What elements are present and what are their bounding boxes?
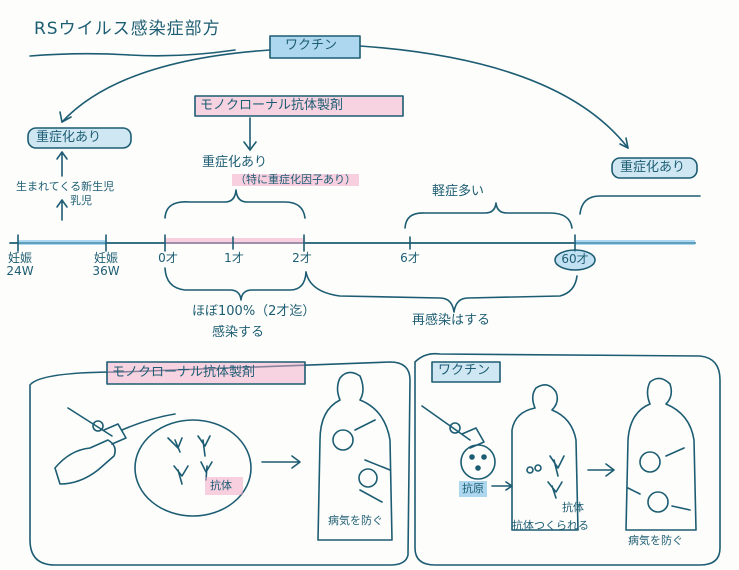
antibody-in-body-2 <box>547 455 565 499</box>
antibody-highlight <box>205 477 243 495</box>
antigen-arrow <box>491 481 513 491</box>
severe-right-box <box>611 157 698 179</box>
antibody-in-body-3 <box>627 447 691 511</box>
hand-left <box>54 439 116 485</box>
tick-preg36-line2: 36W <box>92 264 120 279</box>
monoclonal-panel-label: モノクローナル抗体製剤 <box>112 365 256 380</box>
infection-line2: 感染する <box>212 325 265 340</box>
tick-preg36: 妊娠 36W <box>92 251 120 279</box>
make-antibody-label: 抗体つくられる <box>512 519 589 532</box>
newborn-arrow-up <box>56 151 68 177</box>
tick-preg36-line1: 妊娠 <box>93 251 119 265</box>
vaccine-arrow-left <box>61 49 271 123</box>
virus-1a <box>332 429 354 451</box>
virus-3b <box>647 491 669 513</box>
timeline-highlight-0-2 <box>165 238 305 244</box>
monoclonal-top-label: モノクローナル抗体製剤 <box>200 98 344 113</box>
brace-reinfection <box>305 271 578 313</box>
tick-age2: 2才 <box>292 251 312 265</box>
bubble-pointer <box>121 413 176 431</box>
antigen-circle <box>460 444 496 480</box>
severe-left-box <box>27 127 132 149</box>
antigen-dot-3 <box>475 465 481 471</box>
monoclonal-top-box <box>194 95 404 117</box>
vaccine-panel-border <box>414 352 721 566</box>
vaccine-top-box <box>269 35 361 59</box>
severe-right-label: 重症化あり <box>620 160 686 175</box>
tick-age1: 1才 <box>224 251 244 265</box>
vaccine-arrowhead-left <box>59 111 72 123</box>
antibody-bubble <box>134 419 252 517</box>
vaccine-arrowhead-right <box>619 137 629 149</box>
tick-age0: 0才 <box>158 251 178 265</box>
newborn-arrow-up-2 <box>56 199 68 221</box>
monoclonal-panel-label-box <box>106 361 306 385</box>
body-silhouette-1 <box>317 371 393 541</box>
reinfection-label: 再感染はする <box>412 313 491 328</box>
severe-mid-label: 重症化あり <box>202 155 268 170</box>
antigen-label: 抗原 <box>462 482 484 495</box>
cell-1 <box>526 466 534 474</box>
vaccine-antibody-label: 抗体 <box>562 501 584 514</box>
virus-3a <box>639 451 661 473</box>
vaccine-arrow-right <box>359 45 629 149</box>
newborn-label-line1: 生まれてくる新生児 <box>16 180 115 193</box>
infection-line1: ほぼ100%（2才迄） <box>192 304 316 319</box>
monoclonal-arrowhead <box>243 141 257 151</box>
virus-1b <box>358 468 378 488</box>
title-underline <box>29 49 236 57</box>
antigen-highlight <box>459 481 487 497</box>
syringe-tip-right <box>449 422 461 434</box>
monoclonal-panel-border <box>29 361 411 566</box>
antibody-in-body-1 <box>354 419 391 503</box>
body-silhouette-3 <box>625 377 697 531</box>
vaccine-panel-label: ワクチン <box>438 363 491 378</box>
brace-60 <box>579 195 701 215</box>
tick-preg24-line1: 妊娠 <box>7 251 33 265</box>
brace-0-2 <box>164 189 306 219</box>
timeline-highlight-pregnancy <box>18 240 106 245</box>
antigen-dot-2 <box>481 454 487 460</box>
vaccine-arrow-right <box>587 463 615 477</box>
timeline-ticks <box>17 234 576 252</box>
monoclonal-arrow-right <box>261 455 301 469</box>
antigen-dot-1 <box>469 454 475 460</box>
severe-mid-sub-label: （特に重症化因子あり） <box>232 173 359 187</box>
body-silhouette-2 <box>511 384 579 531</box>
antibody-shapes <box>167 435 213 485</box>
syringe-left <box>67 407 127 445</box>
timeline-highlight-60 <box>575 240 695 245</box>
tick-age60: 60才 <box>561 252 589 266</box>
syringe-tip-left <box>92 420 104 432</box>
tick-preg24: 妊娠 24W <box>6 251 34 279</box>
age60-circle <box>554 249 596 271</box>
severe-left-label: 重症化あり <box>36 130 102 145</box>
vaccine-top-label: ワクチン <box>285 38 338 53</box>
page-title: RSウイルス感染症部方 <box>34 19 221 39</box>
newborn-label-line2: 乳児 <box>70 194 92 207</box>
brace-mild <box>404 202 573 229</box>
tick-preg24-line2: 24W <box>6 264 34 279</box>
antibody-label: 抗体 <box>210 479 232 492</box>
brace-infection <box>164 267 307 301</box>
mild-label: 軽症多い <box>432 184 485 199</box>
cell-2 <box>534 464 542 472</box>
tick-age6: 6才 <box>400 251 420 265</box>
monoclonal-prevent-label: 病気を防ぐ <box>328 514 383 527</box>
vaccine-prevent-label: 病気を防ぐ <box>628 534 683 547</box>
vaccine-panel-label-box <box>431 361 501 383</box>
syringe-right <box>421 405 485 449</box>
